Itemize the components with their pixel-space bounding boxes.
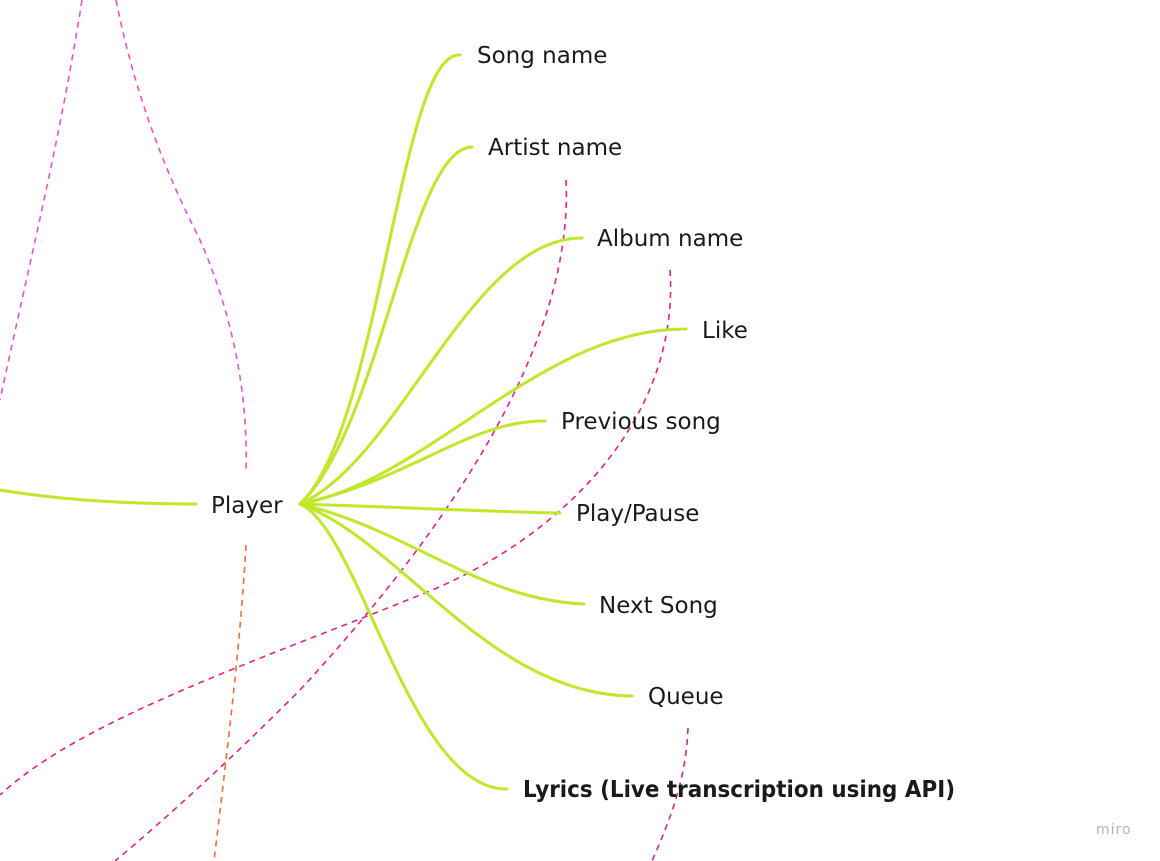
node-album-name[interactable]: Album name <box>597 226 743 252</box>
branch-queue <box>298 502 634 698</box>
connector-orange <box>213 544 247 861</box>
branch-lyrics <box>298 502 509 791</box>
connector-pink-top <box>0 0 83 401</box>
branch-lines <box>0 53 688 791</box>
branch-song-name <box>298 53 462 506</box>
node-queue[interactable]: Queue <box>648 684 724 710</box>
node-lyrics[interactable]: Lyrics (Live transcription using API) <box>523 777 955 803</box>
branch-next-song <box>298 502 586 606</box>
branch-artist-name <box>298 145 474 506</box>
connector-magenta-album <box>0 269 672 796</box>
node-artist-name[interactable]: Artist name <box>488 135 622 161</box>
branch-play-pause <box>298 502 562 515</box>
node-song-name[interactable]: Song name <box>477 43 607 69</box>
branch-incoming <box>0 488 198 506</box>
node-previous-song[interactable]: Previous song <box>561 409 721 435</box>
connector-pink-arc <box>115 0 247 471</box>
node-next-song[interactable]: Next Song <box>599 593 718 619</box>
node-play-pause[interactable]: Play/Pause <box>576 501 699 527</box>
miro-watermark: miro <box>1096 822 1132 838</box>
node-like[interactable]: Like <box>702 318 748 344</box>
connector-magenta-queue <box>651 727 689 861</box>
root-node-label[interactable]: Player <box>211 493 283 519</box>
connector-lines <box>0 0 689 861</box>
branch-previous-song <box>298 419 547 506</box>
connector-magenta-artist <box>114 179 568 861</box>
branch-album-name <box>298 236 584 506</box>
